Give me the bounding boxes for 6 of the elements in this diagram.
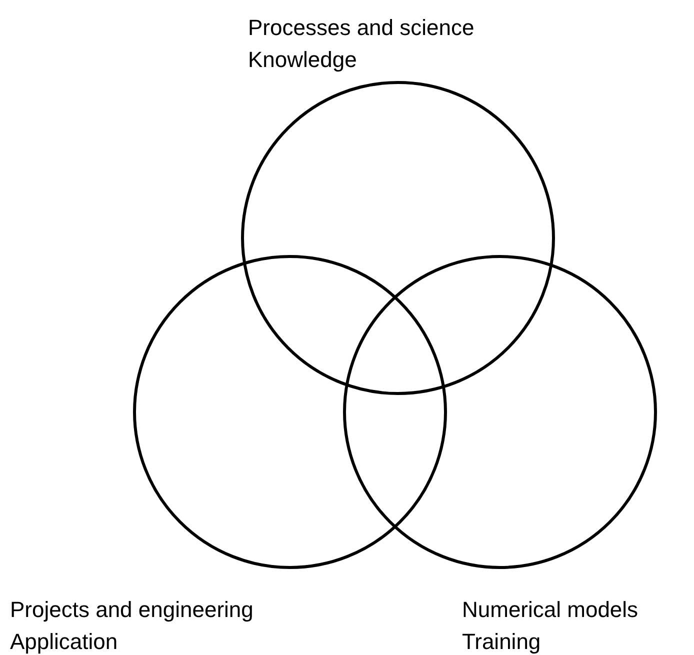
- set-label: Projects and engineering: [10, 596, 254, 624]
- set-label: Numerical models: [462, 596, 638, 624]
- set-label: Training: [462, 628, 541, 655]
- set-label: Knowledge: [248, 46, 357, 74]
- set-label: Application: [10, 628, 118, 655]
- set-label: Processes and science: [248, 14, 474, 42]
